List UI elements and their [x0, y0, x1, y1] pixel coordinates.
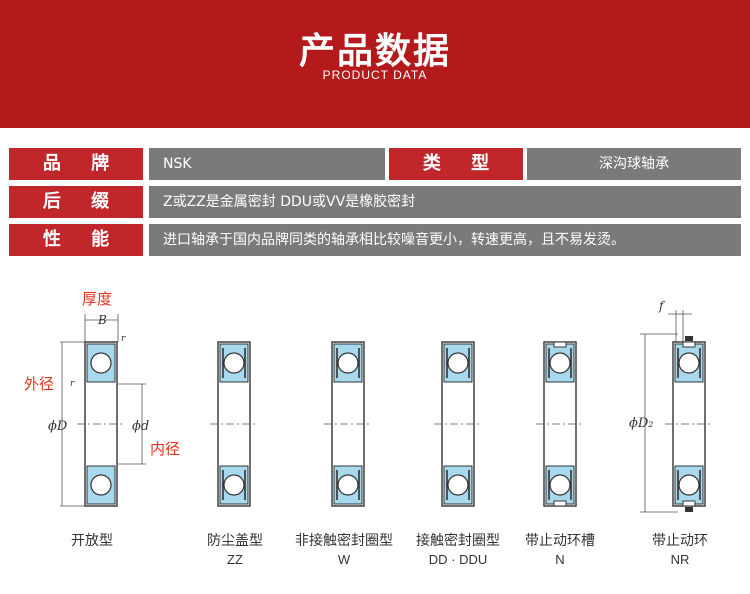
bearing-open: [77, 341, 125, 507]
dim-f: f: [658, 299, 666, 313]
inner-diameter-annotation: 内径: [150, 440, 181, 458]
performance-label: 性 能: [9, 224, 143, 256]
type-snapring-name: 带止动环: [652, 533, 708, 549]
brand-value: NSK: [149, 148, 385, 180]
type-groove-code: N: [555, 552, 565, 567]
banner-notch: [0, 0, 750, 128]
dim-D2: ϕD₂: [629, 416, 654, 431]
dim-D: ϕD: [48, 419, 68, 434]
type-shield-code: ZZ: [227, 552, 243, 567]
spec-row-brand: 品 牌 NSK 类 型 深沟球轴承: [9, 148, 741, 180]
type-groove-name: 带止动环槽: [525, 533, 595, 549]
header-banner: 产品数据 PRODUCT DATA: [0, 0, 750, 128]
dim-r-side: r: [70, 379, 75, 389]
suffix-value: Z或ZZ是金属密封 DDU或VV是橡胶密封: [149, 186, 741, 218]
bearing-drawings: [60, 310, 713, 513]
performance-value: 进口轴承于国内品牌同类的轴承相比较噪音更小，转速更高，且不易发烫。: [149, 224, 741, 256]
spec-row-performance: 性 能 进口轴承于国内品牌同类的轴承相比较噪音更小，转速更高，且不易发烫。: [9, 224, 741, 256]
dim-r-top: r: [121, 334, 126, 344]
type-label: 类 型: [389, 148, 523, 180]
type-open-name: 开放型: [71, 533, 113, 549]
bearing-contact: [434, 341, 482, 507]
type-noncontact-code: W: [337, 552, 351, 567]
page-title: 产品数据: [298, 31, 451, 72]
dimension-labels: B r r ϕD ϕd f ϕD₂: [48, 299, 666, 434]
bearing-groove: [536, 341, 584, 507]
type-value: 深沟球轴承: [527, 148, 741, 180]
outer-diameter-annotation: 外径: [24, 375, 55, 393]
brand-label: 品 牌: [9, 148, 143, 180]
bearing-noncontact: [324, 341, 372, 507]
type-shield-name: 防尘盖型: [207, 533, 263, 549]
suffix-label: 后 缀: [9, 186, 143, 218]
dim-d: ϕd: [132, 419, 149, 434]
dim-B: B: [97, 313, 107, 327]
type-contact-name: 接触密封圈型: [416, 533, 500, 549]
type-noncontact-name: 非接触密封圈型: [295, 533, 393, 549]
bearing-snapring: [665, 336, 713, 512]
bearing-diagrams: 厚度 外径 内径 B r r ϕD ϕd f ϕD₂ 开放型 防尘盖型 ZZ 非…: [0, 262, 750, 594]
dimension-lines: [60, 310, 692, 513]
type-snapring-code: NR: [670, 552, 690, 567]
spec-row-suffix: 后 缀 Z或ZZ是金属密封 DDU或VV是橡胶密封: [9, 186, 741, 218]
bearing-shield: [210, 341, 258, 507]
type-contact-code: DD · DDU: [428, 552, 488, 567]
thickness-annotation: 厚度: [82, 290, 113, 308]
page-subtitle: PRODUCT DATA: [322, 68, 428, 82]
